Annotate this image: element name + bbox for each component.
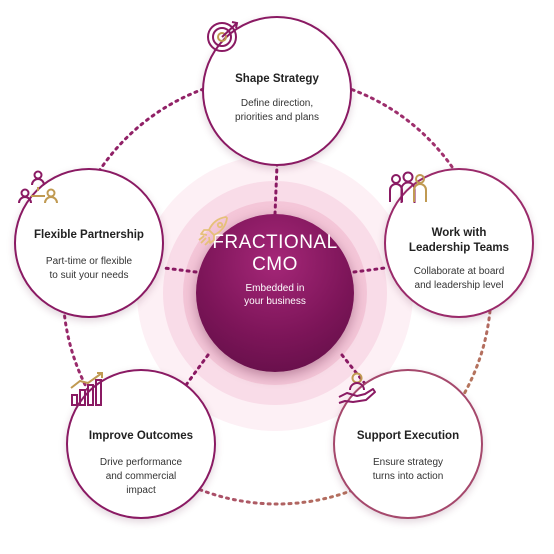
- node-description: Ensure strategy turns into action: [359, 456, 458, 484]
- node-improve-outcomes: Improve Outcomes Drive performance and c…: [66, 369, 216, 519]
- desc-line: priorities and plans: [235, 112, 319, 123]
- desc-line: Collaborate at board: [413, 266, 505, 277]
- spoke-left: [162, 266, 198, 274]
- center-subtitle: Embedded in your business: [244, 282, 306, 308]
- desc-line: Drive performance: [99, 457, 183, 468]
- target-icon: [207, 21, 299, 64]
- spoke-bottom-right: [340, 353, 368, 387]
- node-description: Collaborate at board and leadership leve…: [400, 265, 519, 293]
- center-sub-line: Embedded in: [245, 283, 305, 294]
- center-title-line: FRACTIONAL: [212, 232, 338, 253]
- spoke-bottom-left: [184, 353, 210, 387]
- desc-line: to suit your needs: [49, 270, 129, 281]
- center-sub-line: your business: [244, 296, 306, 307]
- node-description: Define direction, priorities and plans: [221, 97, 333, 125]
- node-flexible-partnership: Flexible Partnership Part-time or flexib…: [14, 168, 164, 318]
- desc-line: turns into action: [372, 471, 444, 482]
- title-line: Leadership Teams: [408, 242, 510, 254]
- desc-line: Define direction,: [240, 98, 314, 109]
- center-title-line: CMO: [252, 254, 298, 275]
- title-line: Work with: [431, 227, 487, 239]
- desc-line: Part-time or flexible: [45, 256, 133, 267]
- node-title: Shape Strategy: [235, 73, 319, 85]
- node-support-execution: Support Execution Ensure strategy turns …: [333, 369, 483, 519]
- node-leadership-teams: Work with Leadership Teams Collaborate a…: [384, 168, 534, 318]
- node-title: Improve Outcomes: [88, 430, 194, 442]
- spoke-top: [273, 163, 279, 216]
- desc-line: impact: [126, 485, 156, 496]
- node-shape-strategy: Shape Strategy Define direction, priorit…: [202, 16, 352, 166]
- node-description: Part-time or flexible to suit your needs: [32, 255, 146, 283]
- center-title: FRACTIONAL CMO: [212, 232, 337, 276]
- desc-line: Ensure strategy: [372, 457, 444, 468]
- team-icon: [389, 171, 481, 216]
- growth-chart-icon: [70, 372, 163, 417]
- center-fractional-cmo: FRACTIONAL CMO Embedded in your business: [196, 214, 354, 372]
- desc-line: and commercial: [105, 471, 177, 482]
- node-title: Flexible Partnership: [34, 229, 144, 241]
- node-title: Work with Leadership Teams: [409, 226, 509, 256]
- spoke-right: [352, 266, 387, 274]
- node-description: Drive performance and commercial impact: [86, 456, 196, 498]
- network-people-icon: [18, 170, 111, 216]
- desc-line: and leadership level: [414, 280, 504, 291]
- node-title: Support Execution: [356, 430, 460, 442]
- helping-hand-icon: [338, 372, 430, 417]
